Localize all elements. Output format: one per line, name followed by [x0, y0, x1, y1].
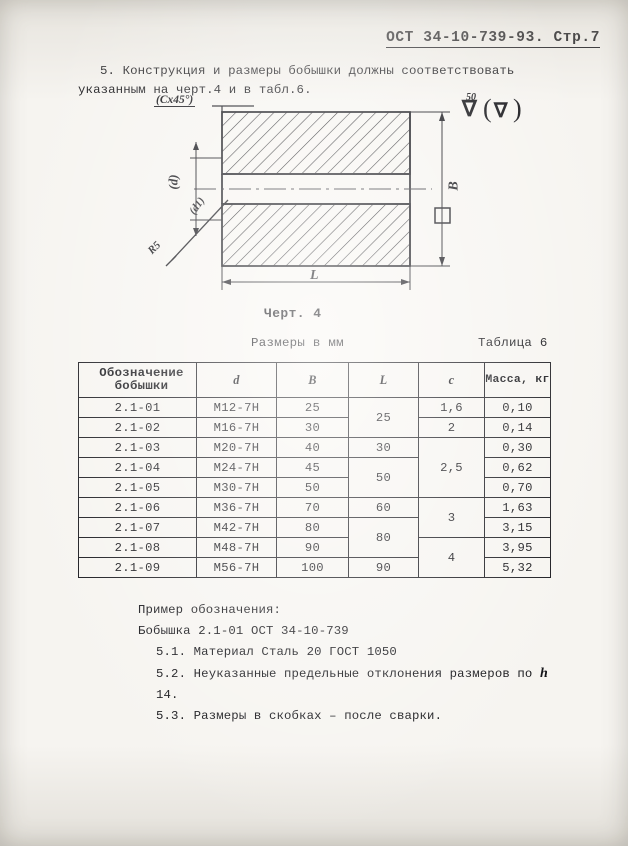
note-example-value: Бобышка 2.1-01 ОСТ 34-10-739 — [138, 624, 349, 638]
units-note: Размеры в мм — [251, 336, 344, 350]
cell-b: 100 — [276, 557, 349, 578]
spec-table-wrapper: Обозначение бобышки d B L c Масса, кг 2.… — [78, 362, 551, 578]
table-row: 2.1-08 М48-7Н 90 4 3,95 — [78, 537, 551, 578]
boss-lower-section — [221, 203, 411, 267]
cell-l: 25 — [348, 397, 419, 438]
cell-mass: 1,63 — [484, 497, 551, 518]
roughness-inner-triangle-icon: ∇ — [494, 100, 508, 122]
technical-drawing: (Cх45°) (d) (d1) R5 B L — [146, 94, 480, 296]
cell-d: М16-7Н — [196, 417, 277, 438]
roughness-bracket-right: ) — [513, 94, 522, 123]
figure-caption: Черт. 4 — [264, 306, 322, 321]
cell-designation: 2.1-02 — [78, 417, 197, 438]
cell-d: М24-7Н — [196, 457, 277, 478]
cell-l: 80 — [348, 517, 419, 558]
cell-designation: 2.1-06 — [78, 497, 197, 518]
cell-l: 30 — [348, 437, 419, 458]
note-tolerances-suffix: 14. — [156, 688, 179, 702]
cell-mass: 3,15 — [484, 517, 551, 538]
cell-designation: 2.1-03 — [78, 437, 197, 458]
roughness-bracket-left: ( — [483, 94, 492, 123]
length-dimension-l — [221, 266, 411, 290]
table-row: 2.1-02 М16-7Н 30 2 0,14 — [78, 417, 551, 438]
table-row: 2.1-03 М20-7Н 40 30 2,5 0,30 — [78, 437, 551, 498]
note-example-title: Пример обозначения: — [138, 603, 282, 617]
cell-d: М30-7Н — [196, 477, 277, 498]
clause-line-1: 5. Конструкция и размеры бобышки должны … — [100, 64, 515, 78]
cell-b: 90 — [276, 537, 349, 558]
cell-designation: 2.1-08 — [78, 537, 197, 558]
footer-notes: Пример обозначения: Бобышка 2.1-01 ОСТ 3… — [138, 600, 578, 727]
note-tolerances-text: 5.2. Неуказанные предельные отклонения р… — [156, 667, 533, 681]
width-dimension-b — [410, 111, 451, 267]
col-header-l: L — [348, 362, 419, 398]
chamfer-note: (Cх45°) — [154, 94, 196, 107]
boss-upper-section — [221, 111, 411, 175]
cell-l: 50 — [348, 457, 419, 498]
cell-mass: 0,70 — [484, 477, 551, 498]
table-row: 2.1-06 М36-7Н 70 60 3 1,63 — [78, 497, 551, 538]
label-diameter-d: (d) — [165, 174, 181, 190]
chamfer-leader — [212, 105, 254, 112]
note-material: 5.1. Материал Сталь 20 ГОСТ 1050 — [156, 645, 397, 659]
cell-mass: 3,95 — [484, 537, 551, 558]
surface-roughness-symbol: 50 ∇ ( ∇ ) — [462, 92, 542, 136]
cell-designation: 2.1-01 — [78, 397, 197, 418]
cell-b: 50 — [276, 477, 349, 498]
cell-c: 4 — [418, 537, 485, 578]
col-header-d: d — [196, 362, 277, 398]
cell-c: 2,5 — [418, 437, 485, 498]
table-row: 2.1-07 М42-7Н 80 80 3,15 — [78, 517, 551, 558]
cell-mass: 0,62 — [484, 457, 551, 478]
drawing-svg — [165, 105, 451, 290]
clause-paragraph: 5. Конструкция и размеры бобышки должны … — [78, 62, 570, 100]
cell-l: 90 — [348, 557, 419, 578]
cell-d: М56-7Н — [196, 557, 277, 578]
cell-d: М48-7Н — [196, 537, 277, 558]
cell-mass: 0,10 — [484, 397, 551, 418]
clause-line-2: указанным на черт.4 и в табл.6. — [78, 83, 312, 97]
cell-c: 3 — [418, 497, 485, 538]
cell-designation: 2.1-09 — [78, 557, 197, 578]
roughness-value: 50 — [466, 92, 476, 103]
note-tolerances: 5.2. Неуказанные предельные отклонения р… — [156, 663, 578, 706]
label-dimension-b: B — [446, 181, 462, 191]
cell-d: М42-7Н — [196, 517, 277, 538]
cell-mass: 0,14 — [484, 417, 551, 438]
document-reference: ОСТ 34-10-739-93. Стр.7 — [386, 30, 600, 48]
label-dimension-l: L — [310, 268, 319, 283]
cell-b: 30 — [276, 417, 349, 438]
table-row: 2.1-09 М56-7Н 100 90 5,32 — [78, 557, 551, 578]
table-row: 2.1-04 М24-7Н 45 50 0,62 — [78, 457, 551, 498]
table-row: 2.1-01 М12-7Н 25 25 1,6 0,10 — [78, 397, 551, 438]
table-header-row: Обозначение бобышки d B L c Масса, кг — [78, 362, 551, 398]
spec-table: Обозначение бобышки d B L c Масса, кг 2.… — [78, 362, 551, 578]
cell-b: 45 — [276, 457, 349, 478]
cell-c: 2 — [418, 417, 485, 438]
col-header-b: B — [276, 362, 349, 398]
cell-designation: 2.1-07 — [78, 517, 197, 538]
col-header-designation: Обозначение бобышки — [78, 362, 197, 398]
cell-designation: 2.1-04 — [78, 457, 197, 478]
cell-d: М20-7Н — [196, 437, 277, 458]
col-header-mass: Масса, кг — [484, 362, 551, 398]
cell-b: 70 — [276, 497, 349, 518]
roughness-triangle-icon: ∇ — [462, 96, 477, 121]
cell-d: М36-7Н — [196, 497, 277, 518]
cell-mass: 0,30 — [484, 437, 551, 458]
weld-leader — [165, 199, 229, 267]
cell-c: 1,6 — [418, 397, 485, 418]
cell-d: М12-7Н — [196, 397, 277, 418]
diameter-dimension — [190, 142, 222, 236]
cell-b: 80 — [276, 517, 349, 538]
cell-b: 40 — [276, 437, 349, 458]
cell-designation: 2.1-05 — [78, 477, 197, 498]
cell-b: 25 — [276, 397, 349, 418]
tolerance-grade-symbol: h — [540, 666, 548, 681]
note-bracket-dims: 5.3. Размеры в скобках – после сварки. — [156, 709, 443, 723]
table-caption: Таблица 6 — [478, 336, 548, 350]
col-header-c: c — [418, 362, 485, 398]
cell-l: 60 — [348, 497, 419, 518]
cell-mass: 5,32 — [484, 557, 551, 578]
